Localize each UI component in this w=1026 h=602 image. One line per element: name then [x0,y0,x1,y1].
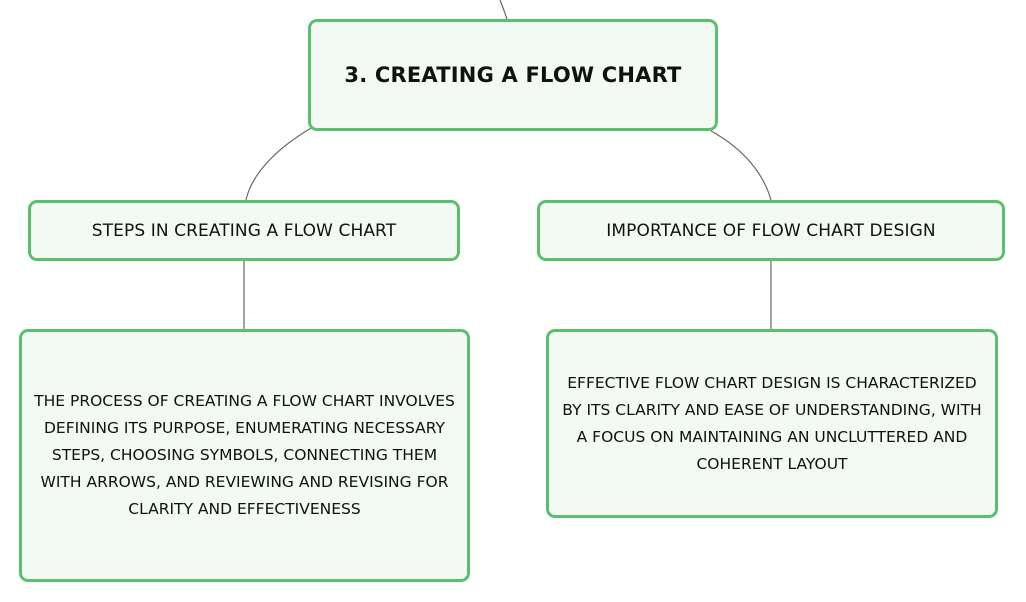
importance-node-label: IMPORTANCE OF FLOW CHART DESIGN [606,220,936,241]
steps-detail-node[interactable]: THE PROCESS OF CREATING A FLOW CHART INV… [19,329,470,582]
importance-node[interactable]: IMPORTANCE OF FLOW CHART DESIGN [537,200,1005,261]
main-node-label: 3. CREATING A FLOW CHART [344,63,682,87]
steps-detail-text: THE PROCESS OF CREATING A FLOW CHART INV… [34,392,455,518]
connector-main-to-steps [245,126,314,201]
connector-main-to-importance [710,130,772,201]
steps-node-label: STEPS IN CREATING A FLOW CHART [91,220,397,241]
importance-detail-node[interactable]: EFFECTIVE FLOW CHART DESIGN IS CHARACTER… [546,329,998,518]
main-node[interactable]: 3. CREATING A FLOW CHART [308,19,718,131]
steps-node[interactable]: STEPS IN CREATING A FLOW CHART [28,200,460,261]
connector-from-parent [499,0,508,20]
importance-detail-text: EFFECTIVE FLOW CHART DESIGN IS CHARACTER… [562,373,982,473]
